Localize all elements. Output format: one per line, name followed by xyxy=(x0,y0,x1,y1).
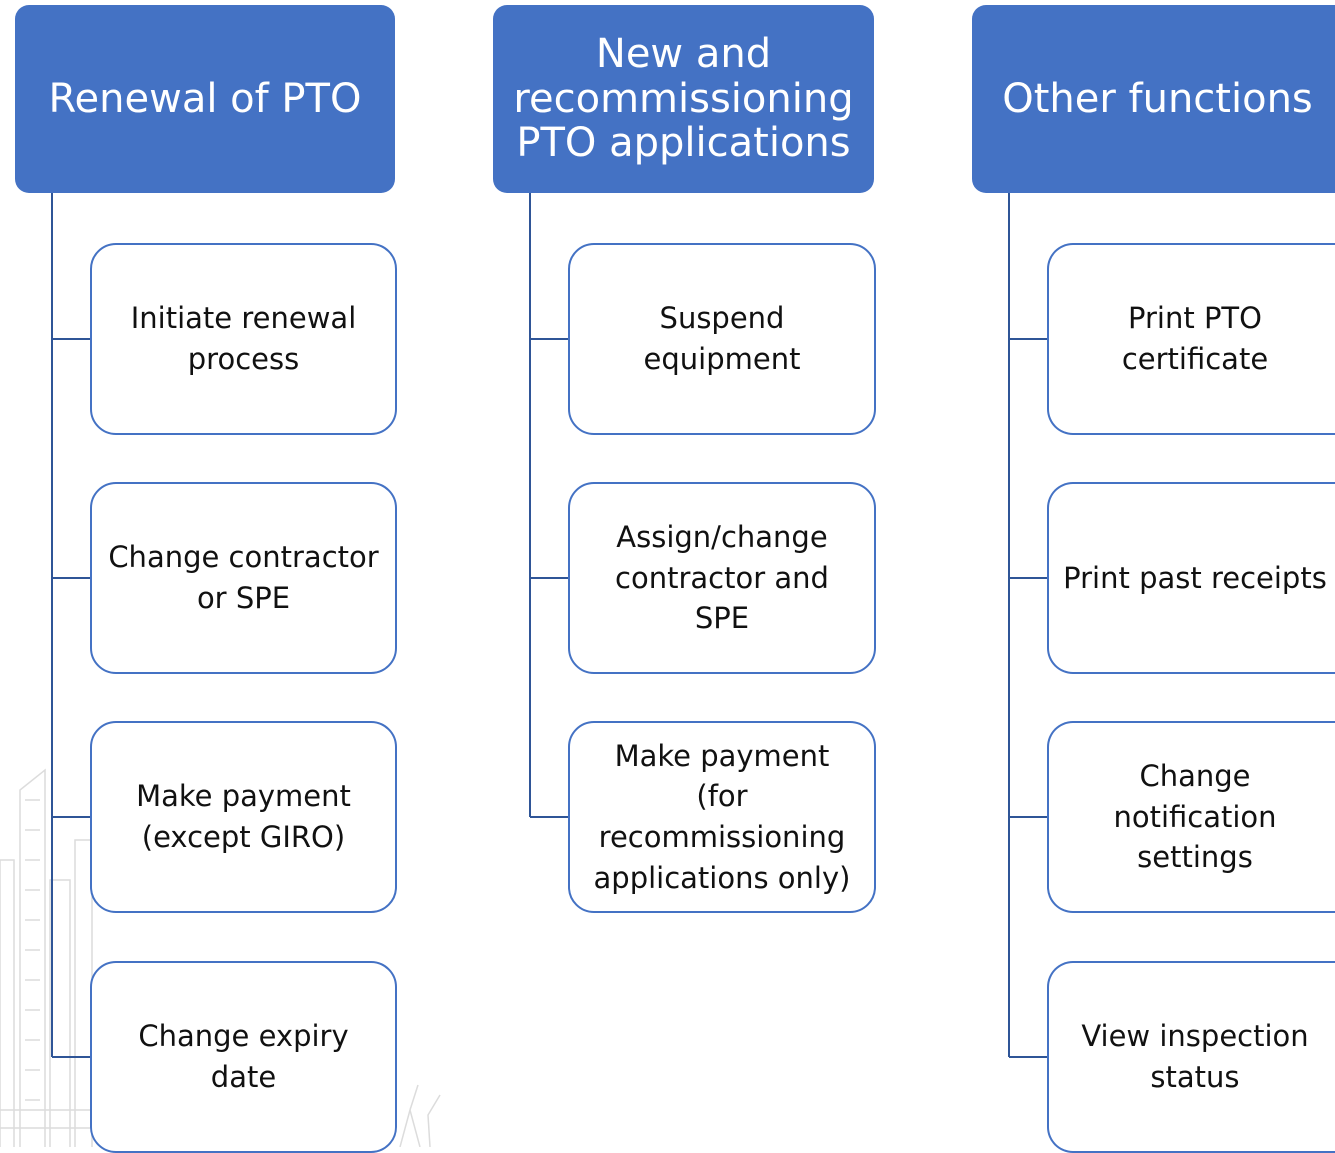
card-change-notification-settings: Change notification settings xyxy=(1047,721,1335,913)
card-suspend-equipment: Suspend equipment xyxy=(568,243,876,435)
card-make-payment-recommissioning-only: Make payment (for recommissioning applic… xyxy=(568,721,876,913)
card-change-contractor-or-spe: Change contractor or SPE xyxy=(90,482,397,674)
card-print-past-receipts: Print past receipts xyxy=(1047,482,1335,674)
card-print-pto-certificate: Print PTO certificate xyxy=(1047,243,1335,435)
card-make-payment-except-giro: Make payment (except GIRO) xyxy=(90,721,397,913)
card-initiate-renewal-process: Initiate renewal process xyxy=(90,243,397,435)
card-change-expiry-date: Change expiry date xyxy=(90,961,397,1153)
card-view-inspection-status: View inspection status xyxy=(1047,961,1335,1153)
card-assign-change-contractor-and-spe: Assign/change contractor and SPE xyxy=(568,482,876,674)
header-new-and-recommissioning-pto-applications: New and recommissioning PTO applications xyxy=(493,5,874,193)
header-renewal-of-pto: Renewal of PTO xyxy=(15,5,395,193)
header-other-functions: Other functions xyxy=(972,5,1335,193)
